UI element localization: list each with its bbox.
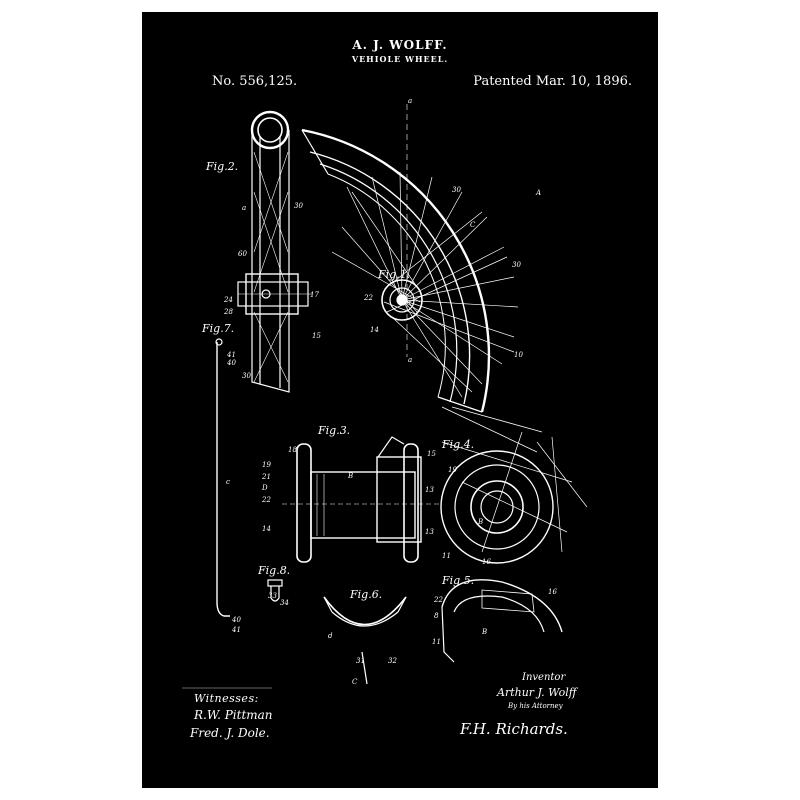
ref-numeral: B — [481, 628, 487, 636]
ref-numeral: 19 — [262, 461, 271, 469]
fig1-label: Fig.1. — [378, 268, 411, 281]
ref-numeral: a — [408, 97, 412, 105]
ref-numeral: 14 — [370, 326, 379, 334]
ref-numeral: 18 — [288, 446, 297, 454]
ref-numeral: 40 — [226, 359, 236, 367]
ref-numeral: 40 — [231, 616, 241, 624]
ref-numeral: 33 — [268, 592, 277, 600]
ref-numeral: 15 — [312, 332, 321, 340]
fig5-label: Fig.5. — [442, 574, 475, 587]
ref-numeral: 8 — [434, 612, 439, 620]
ref-numeral: 34 — [280, 599, 289, 607]
ref-numeral: 16 — [548, 588, 557, 596]
witnesses-label: Witnesses: — [194, 692, 259, 705]
ref-numeral: C — [352, 678, 358, 686]
ref-numeral: 22 — [363, 294, 373, 302]
fig7-label: Fig.7. — [202, 322, 235, 335]
fig3-hub-barrel-drawing — [282, 436, 442, 563]
ref-numeral: D — [261, 484, 268, 492]
fig5-hub-quarter-drawing — [441, 579, 563, 663]
patent-drawing: a a A 30 C 30 10 22 14 a 30 60 24 28 17 … — [182, 97, 588, 689]
patent-date: Patented Mar. 10, 1896. — [473, 74, 632, 89]
ref-numeral: C — [470, 221, 476, 229]
fig3-label: Fig.3. — [318, 424, 351, 437]
fig4-label: Fig.4. — [442, 438, 475, 451]
ref-numeral: 10 — [514, 351, 523, 359]
ref-numeral: 28 — [223, 308, 233, 316]
ref-numeral: 30 — [242, 372, 251, 380]
ref-numeral: 11 — [442, 552, 451, 560]
ref-numeral: 41 — [231, 626, 241, 634]
witness-signature-1: R.W. Pittman — [194, 708, 273, 722]
fig6-segment-drawing — [323, 596, 407, 685]
ref-numeral: 16 — [482, 558, 491, 566]
ref-numeral: 17 — [310, 291, 319, 299]
ref-numeral: 32 — [388, 657, 397, 665]
ref-numeral: d — [328, 632, 333, 640]
patent-title: VEHIOLE WHEEL. — [351, 54, 449, 64]
ref-numeral: 22 — [261, 496, 271, 504]
inventor-label: Inventor — [522, 672, 566, 683]
patent-poster: A. J. WOLFF. VEHIOLE WHEEL. No. 556,125.… — [142, 12, 658, 788]
inventor-heading: A. J. WOLFF. — [352, 38, 448, 52]
ref-numeral: 24 — [223, 296, 233, 304]
ref-numeral: 30 — [294, 202, 303, 210]
ref-numeral: 15 — [427, 450, 436, 458]
fig2-hub-section-drawing — [237, 110, 312, 393]
inventor-signature: Arthur J. Wolff — [497, 686, 577, 699]
attorney-label: By his Attorney — [508, 702, 563, 710]
ref-numeral: a — [408, 356, 412, 364]
fig8-label: Fig.8. — [258, 564, 291, 577]
ref-numeral: 31 — [356, 657, 365, 665]
patent-number: No. 556,125. — [212, 74, 298, 89]
ref-numeral: 13 — [425, 486, 434, 494]
ref-numeral: 19 — [448, 466, 457, 474]
ref-numeral: 22 — [433, 596, 443, 604]
ref-numeral: A — [535, 189, 541, 197]
ref-numeral: B — [477, 518, 483, 526]
witness-signature-2: Fred. J. Dole. — [190, 726, 270, 740]
ref-numeral: 30 — [512, 261, 521, 269]
fig7-wire-drawing — [215, 338, 230, 617]
ref-numeral: 13 — [425, 528, 434, 536]
fig8-fitting-drawing — [267, 579, 283, 602]
ref-numeral: c — [226, 478, 230, 486]
ref-numeral: a — [242, 204, 246, 212]
ref-numeral: B — [347, 472, 353, 480]
fig1-wheel-drawing — [301, 104, 543, 453]
ref-numeral: 30 — [452, 186, 461, 194]
ref-numeral: 21 — [261, 473, 271, 481]
fig2-label: Fig.2. — [206, 160, 239, 173]
ref-numeral: 41 — [226, 351, 236, 359]
ref-numeral: 11 — [432, 638, 441, 646]
ref-numeral: 14 — [262, 525, 271, 533]
fig6-label: Fig.6. — [350, 588, 383, 601]
attorney-signature: F.H. Richards. — [460, 720, 568, 738]
fig4-hub-end-drawing — [440, 431, 588, 564]
ref-numeral: 60 — [238, 250, 247, 258]
